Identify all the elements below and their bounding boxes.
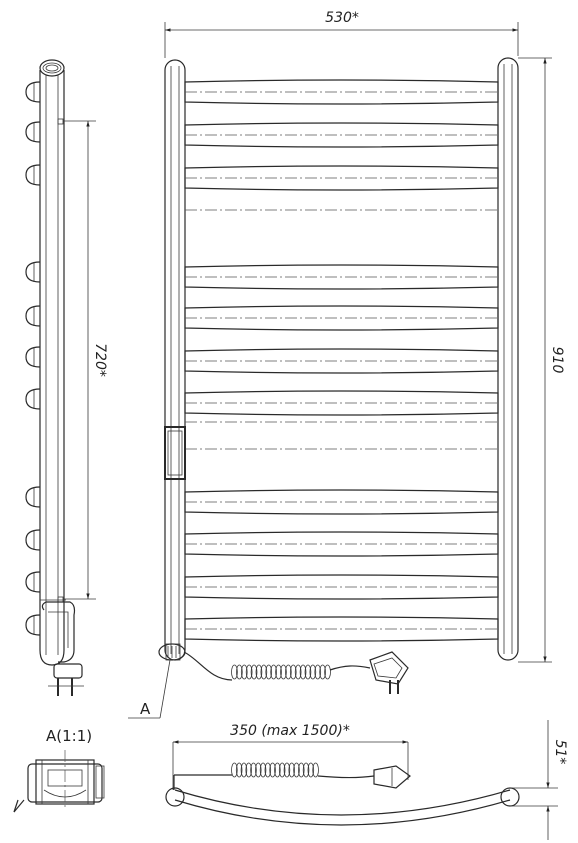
crossbar [184,122,499,148]
coil-loop [289,664,297,680]
detail-marker-label: A [140,700,151,718]
side-bracket [25,571,41,593]
mount-point-top [57,118,64,125]
coil-loop [240,664,248,680]
coil-loop [275,664,282,680]
coil-loop [240,762,248,778]
coil-loop [274,762,281,778]
height-dimension-label: 910 [549,347,565,374]
coil-loop [250,664,258,680]
mount-point-bottom [57,596,64,603]
coil-loop [299,664,307,680]
coil-loop [235,762,243,778]
coil-loop [280,664,287,680]
coil-loop [264,762,272,778]
side-bracket [25,388,41,410]
left-collector-pipe [164,59,186,661]
detail-a-view: A(1:1) [13,727,105,813]
coil-loop [255,664,263,680]
coil-loop [309,664,317,680]
coil-loop [314,664,322,680]
crossbar [184,264,499,290]
crossbar [184,531,499,557]
coil-loop [260,664,268,680]
right-collector-pipe [497,57,519,661]
crossbar [184,390,499,416]
coil-loop [259,762,267,778]
coil-loop [245,762,252,778]
coil-loop [269,762,276,778]
coil-loop [250,762,257,778]
depth-dimension-label: 51* [552,740,568,765]
crossbar [184,489,499,515]
curved-rail [165,774,520,826]
crossbar [184,305,499,331]
cable-length-label: 350 (max 1500)* [230,723,350,739]
side-bracket [25,261,41,283]
side-bracket [25,121,41,143]
side-bracket [25,305,41,327]
side-bracket [25,346,41,368]
coil-loop [270,664,277,680]
coil-loop [298,762,305,778]
coil-loop [245,664,253,680]
side-bracket [25,529,41,551]
coil-loop [231,664,238,680]
side-bracket [25,164,41,186]
power-cable-end [329,665,371,671]
crossbar [184,348,499,374]
crossbar [184,165,499,191]
coil-loop [255,762,262,778]
coil-loop [302,762,310,778]
coil-loop [304,664,312,680]
coil-loop [236,664,243,680]
cable-length-dimension: 350 (max 1500)* [172,723,409,790]
control-box [164,426,186,480]
depth-dimension: 51* [510,720,568,840]
coil-loop [294,664,302,680]
cable-connector [158,643,186,661]
coil-loop [307,762,315,778]
coil-loop [278,762,286,778]
crossbar [184,79,499,105]
crossbar [184,616,499,642]
coiled-cable-plan [231,762,319,778]
side-bracket [25,81,41,103]
detail-a-drawing [13,750,105,813]
power-plug [369,651,409,694]
side-view: 720* [25,59,108,696]
coil-loop [231,762,238,778]
side-bracket [25,486,41,508]
coil-loop [283,762,291,778]
crossbar-group [184,79,499,642]
coil-loop [293,762,300,778]
width-dimension: 530* [164,10,519,58]
plan-plug [373,765,411,789]
coil-loop [265,664,273,680]
hole-spacing-dimension: 720* [63,120,108,600]
side-pipe [39,59,65,666]
plan-view: 350 (max 1500)* 51* [165,720,568,840]
detail-title: A(1:1) [46,727,92,745]
front-view: A 530* 910 [128,10,565,719]
side-bracket [25,614,41,636]
coil-loop [319,664,326,680]
coil-loop [285,664,292,680]
plan-cable-end [317,775,375,779]
side-bracket-group [25,81,41,636]
crossbar [184,574,499,600]
coil-loop [324,664,331,680]
power-cable [183,651,233,681]
width-dimension-label: 530* [325,10,359,26]
coil-loop [312,762,319,778]
coiled-cable [231,664,331,680]
coil-loop [288,762,295,778]
detail-callout: A [128,659,171,719]
height-dimension: 910 [518,57,565,663]
hole-spacing-label: 720* [92,343,108,377]
side-connector [41,601,84,696]
